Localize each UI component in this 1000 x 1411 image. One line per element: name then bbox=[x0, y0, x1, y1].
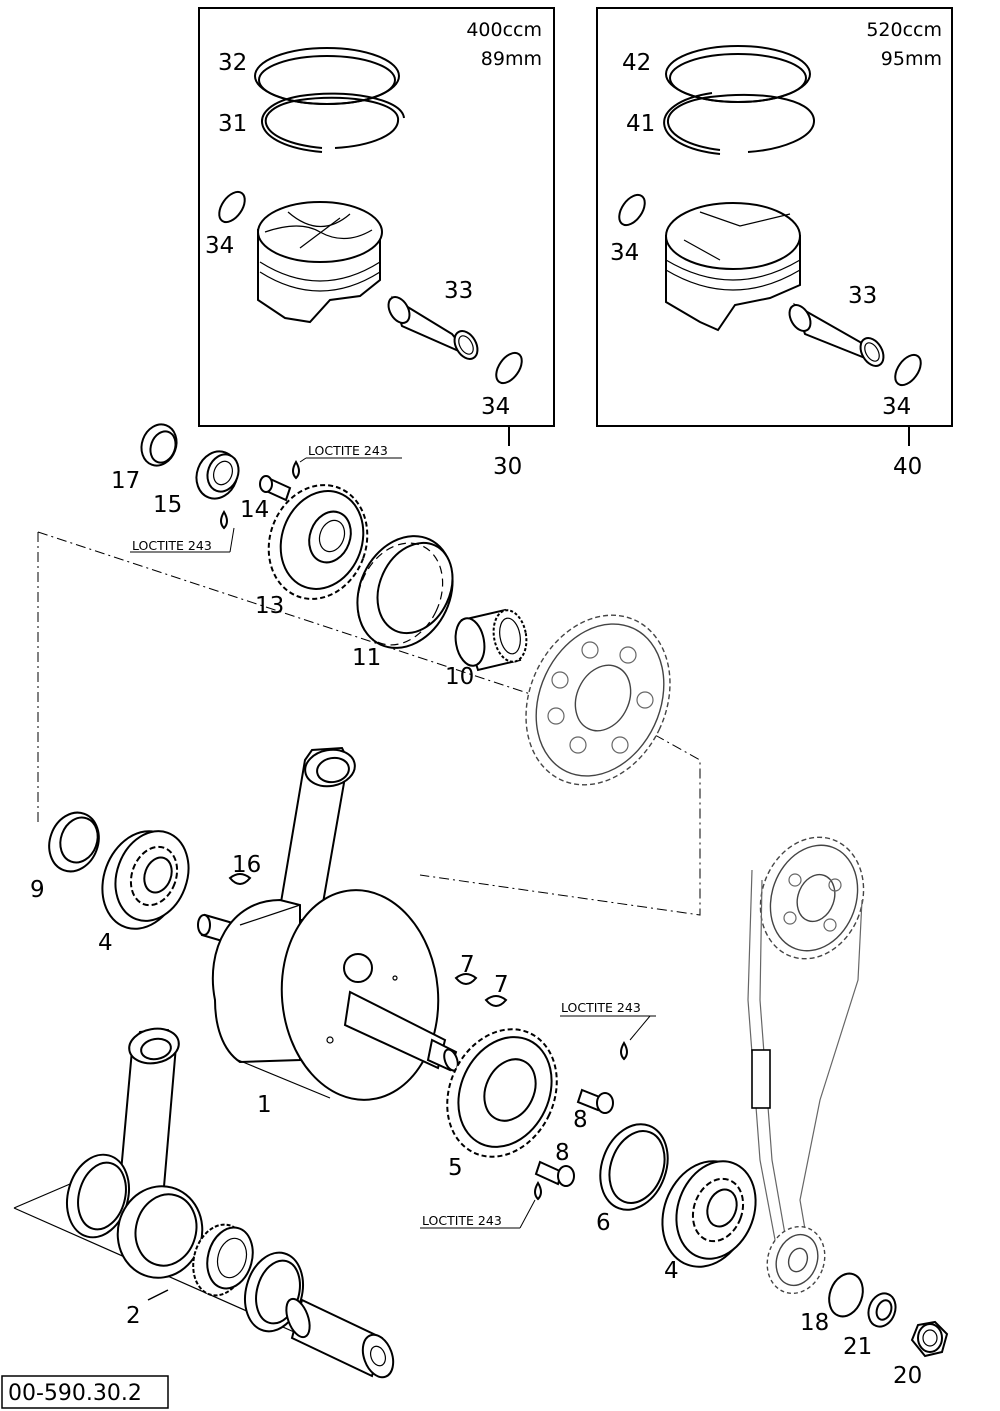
label-8: 8 bbox=[573, 1107, 588, 1133]
piston-ring-42 bbox=[665, 45, 811, 103]
label-17: 17 bbox=[111, 468, 140, 494]
loctite-drop bbox=[220, 510, 228, 530]
circlip-34-left bbox=[618, 193, 646, 227]
washer-21 bbox=[867, 1292, 897, 1328]
crankshaft-1 bbox=[197, 746, 459, 1101]
spec-displacement-400: 400ccm bbox=[466, 19, 542, 41]
loctite-label: LOCTITE 243 bbox=[561, 1000, 641, 1015]
label-32: 32 bbox=[218, 50, 247, 76]
spec-bore-89: 89mm bbox=[481, 48, 542, 70]
loctite-drop bbox=[292, 460, 300, 480]
label-14: 14 bbox=[240, 497, 269, 523]
label-16: 16 bbox=[232, 852, 261, 878]
woodruff-key-16 bbox=[228, 873, 252, 885]
circlip-18 bbox=[828, 1272, 864, 1318]
loctite-label: LOCTITE 243 bbox=[132, 538, 212, 553]
label-21: 21 bbox=[843, 1334, 872, 1360]
label-1: 1 bbox=[257, 1092, 272, 1118]
label-9: 9 bbox=[30, 877, 45, 903]
piston-kit-400-box: 400ccm 89mm 32 bbox=[198, 7, 555, 427]
label-33: 33 bbox=[848, 283, 877, 309]
gear-5 bbox=[446, 1028, 558, 1158]
loctite-drop bbox=[534, 1181, 542, 1201]
label-34: 34 bbox=[205, 233, 234, 259]
label-7: 7 bbox=[494, 972, 509, 998]
label-34: 34 bbox=[610, 240, 639, 266]
starter-gear-large bbox=[525, 614, 671, 786]
label-20: 20 bbox=[893, 1363, 922, 1389]
drawing-code-box: 00-590.30.2 bbox=[1, 1375, 169, 1409]
label-31: 31 bbox=[218, 111, 247, 137]
label-10: 10 bbox=[445, 664, 474, 690]
label-6: 6 bbox=[596, 1210, 611, 1236]
circlip-34-right bbox=[894, 353, 922, 387]
bearing-4-right bbox=[661, 1160, 757, 1268]
label-15: 15 bbox=[153, 492, 182, 518]
nut-15 bbox=[195, 450, 240, 500]
piston-pin-33-right bbox=[788, 302, 885, 367]
woodruff-key-7 bbox=[454, 973, 478, 985]
piston-400 bbox=[257, 201, 383, 324]
label-34: 34 bbox=[481, 394, 510, 420]
circlip-34-left bbox=[218, 190, 246, 224]
nut-20 bbox=[910, 1320, 949, 1358]
piston-ring-31 bbox=[261, 92, 405, 153]
label-2: 2 bbox=[126, 1303, 141, 1329]
circlip-34-right bbox=[495, 351, 523, 385]
label-18: 18 bbox=[800, 1310, 829, 1336]
washer-6 bbox=[599, 1123, 669, 1211]
bolt-8-lower bbox=[534, 1160, 575, 1187]
label-34: 34 bbox=[882, 394, 911, 420]
loctite-label: LOCTITE 243 bbox=[422, 1213, 502, 1228]
spec-bore-95: 95mm bbox=[881, 48, 942, 70]
woodruff-key-7 bbox=[484, 995, 508, 1007]
timing-chain bbox=[747, 836, 865, 1295]
label-4: 4 bbox=[664, 1258, 679, 1284]
bolt-14 bbox=[259, 475, 292, 502]
gear-13 bbox=[267, 484, 369, 600]
piston-ring-41 bbox=[663, 92, 816, 155]
drawing-code: 00-590.30.2 bbox=[8, 1381, 142, 1406]
loctite-label: LOCTITE 243 bbox=[308, 443, 388, 458]
oil-seal-9 bbox=[48, 811, 100, 873]
spec-displacement-520: 520ccm bbox=[866, 19, 942, 41]
label-13: 13 bbox=[255, 593, 284, 619]
label-4: 4 bbox=[98, 930, 113, 956]
bolt-8-upper bbox=[576, 1088, 614, 1114]
label-8: 8 bbox=[555, 1140, 570, 1166]
label-7: 7 bbox=[460, 952, 475, 978]
loctite-drop bbox=[620, 1041, 628, 1061]
piston-pin-33-left bbox=[387, 295, 479, 360]
label-30: 30 bbox=[493, 454, 522, 480]
bearing-4-left bbox=[101, 830, 190, 930]
needle-bearing-10 bbox=[454, 608, 528, 672]
label-11: 11 bbox=[352, 645, 381, 671]
oil-seal-17 bbox=[140, 423, 178, 467]
piston-kit-520-box: 520ccm 95mm 42 41 34 33 34 bbox=[596, 7, 953, 427]
label-40: 40 bbox=[893, 454, 922, 480]
label-5: 5 bbox=[448, 1155, 463, 1181]
piston-520 bbox=[665, 202, 801, 332]
freewheel-11 bbox=[356, 535, 454, 649]
label-41: 41 bbox=[626, 111, 655, 137]
conrod-kit-2 bbox=[13, 1027, 395, 1379]
label-33: 33 bbox=[444, 278, 473, 304]
piston-ring-32 bbox=[254, 47, 400, 105]
label-42: 42 bbox=[622, 50, 651, 76]
